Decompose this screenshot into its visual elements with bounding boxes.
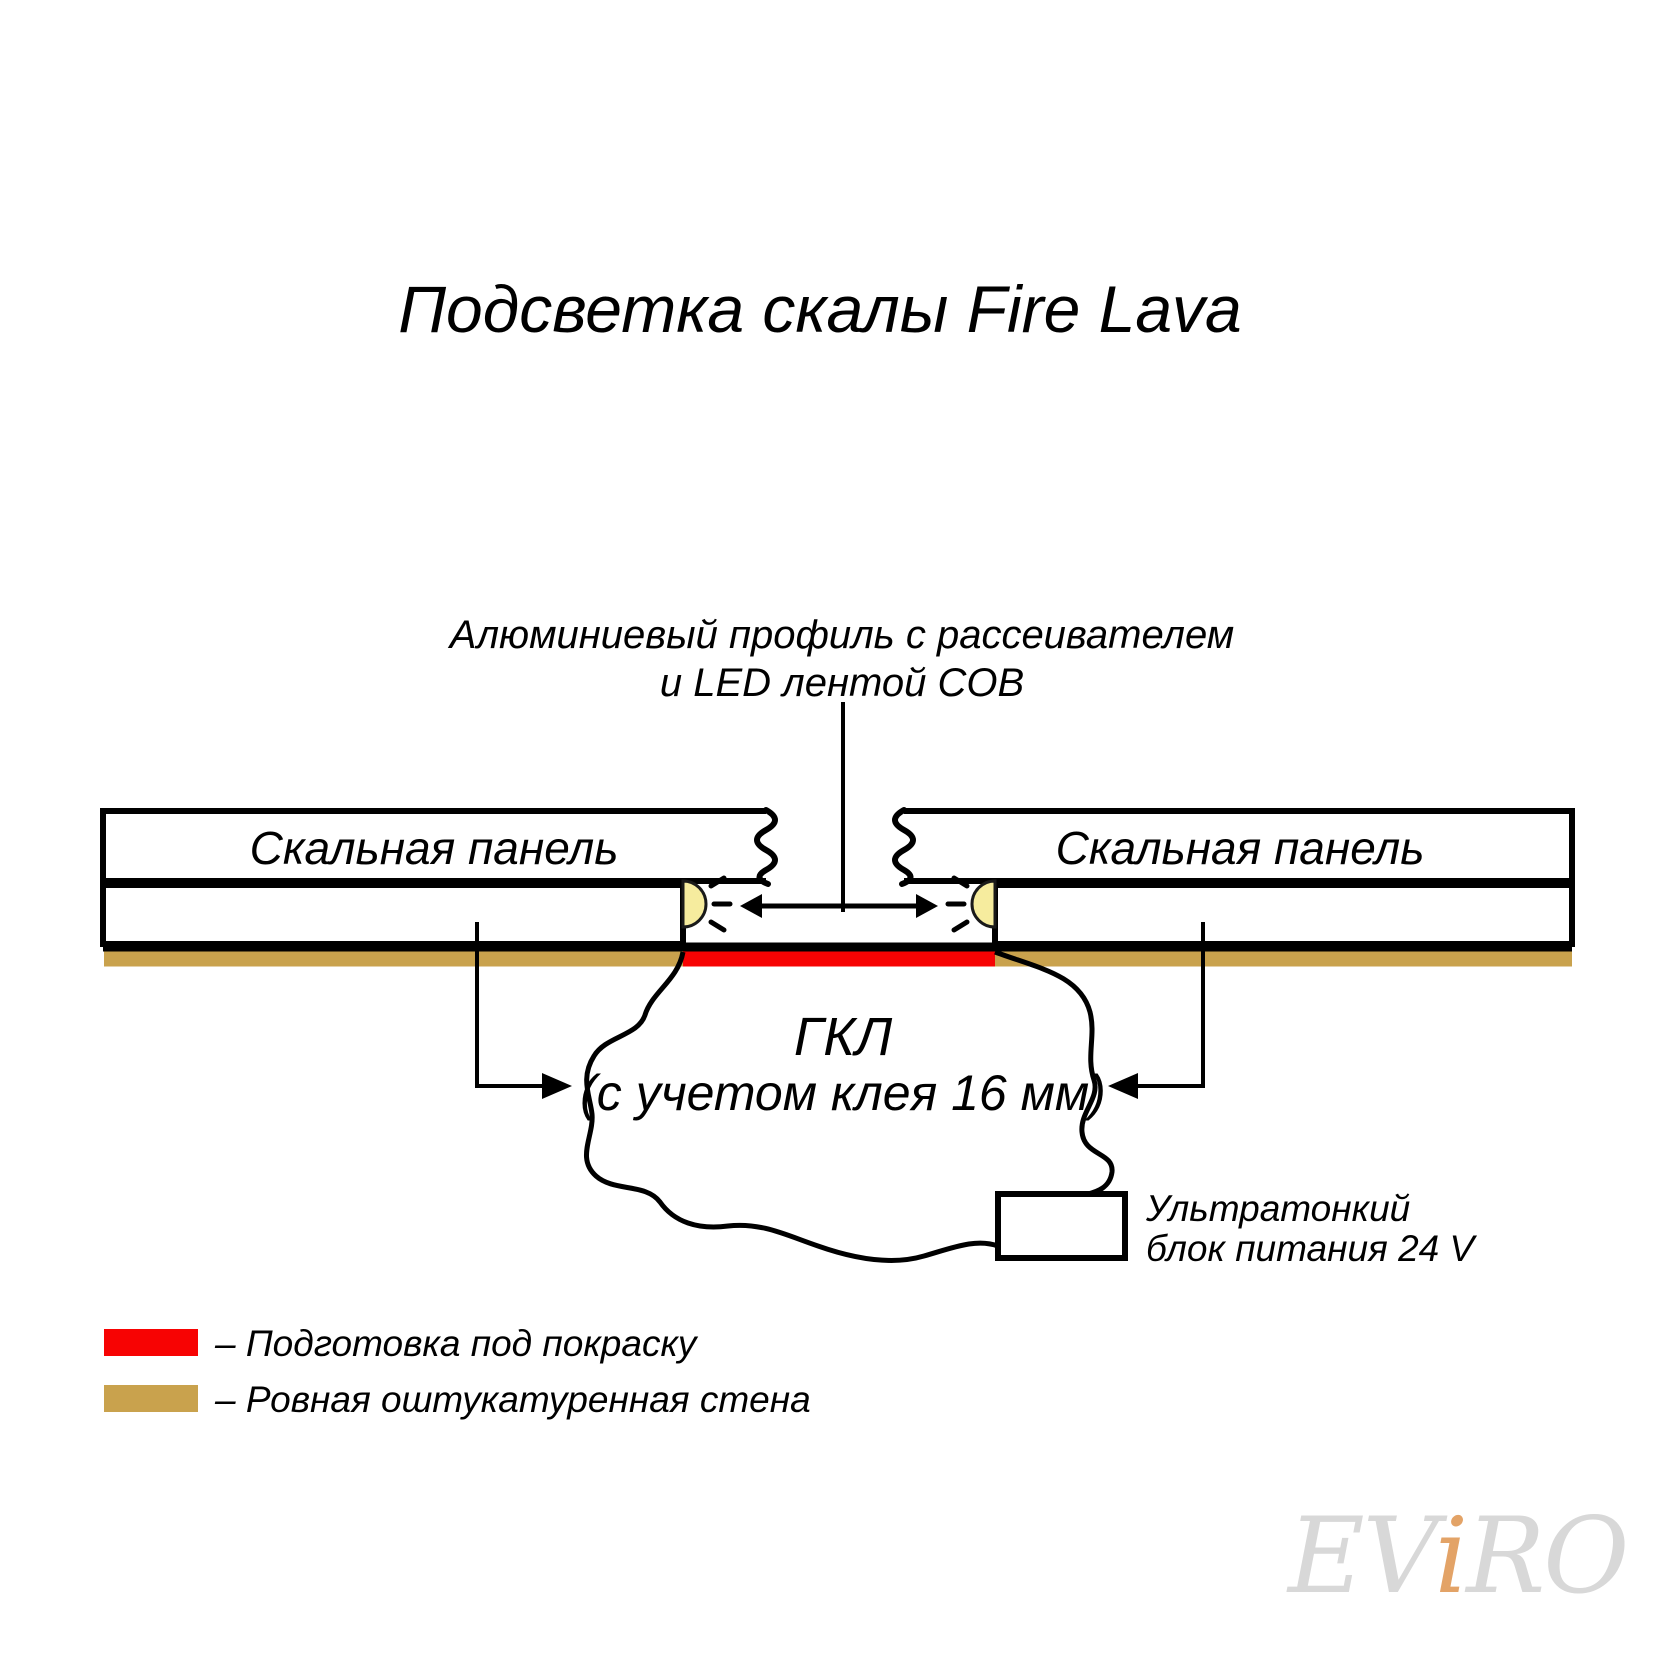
drywall-right: [992, 882, 1575, 947]
leader-arrow-right-head-icon: [1108, 1073, 1138, 1099]
led-left-icon: [681, 879, 708, 929]
gap-arrow-right-head-icon: [916, 894, 938, 918]
gkl-cloud-wire: [994, 949, 1115, 1197]
leader-arrow-left: [475, 922, 572, 1099]
rock-panel-right-break-icon: [892, 807, 916, 887]
gap-width-arrow: [740, 894, 938, 918]
watermark-accent: i: [1435, 1495, 1467, 1617]
legend-label-paint: – Подготовка под покраску: [214, 1323, 699, 1364]
psu-box: [995, 1191, 1128, 1261]
rock-panel-right-label: Скальная панель: [1056, 822, 1425, 874]
gap-arrow-left-head-icon: [740, 894, 762, 918]
page-title: Подсветка скалы Fire Lava: [398, 272, 1242, 346]
psu-label-line2: блок питания 24 V: [1146, 1228, 1478, 1269]
leader-arrow-left-line: [475, 922, 546, 1088]
profile-label-line1: Алюминиевый профиль с рассеивателем: [448, 613, 1234, 657]
led-left-rays-icon: [708, 875, 733, 933]
rock-panel-right: [904, 808, 1575, 884]
leader-arrow-left-head-icon: [542, 1073, 572, 1099]
legend-swatch-paint: [104, 1329, 198, 1356]
led-right-rays-icon: [945, 875, 970, 933]
drywall-left: [100, 882, 686, 947]
rock-panel-left-label: Скальная панель: [250, 822, 619, 874]
gkl-cloud-outline: [584, 951, 999, 1263]
paint-prep-strip: [683, 951, 995, 967]
legend-label-plaster: – Ровная оштукатуренная стена: [214, 1379, 811, 1420]
rock-panel-left-break-icon: [754, 807, 778, 887]
psu-label-line1: Ультратонкий: [1145, 1188, 1410, 1229]
watermark-suffix: RO: [1464, 1495, 1627, 1617]
leader-arrow-right: [1108, 922, 1205, 1099]
profile-label-line2: и LED лентой COB: [660, 661, 1024, 705]
gkl-label-line1: ГКЛ: [794, 1007, 893, 1067]
gkl-label-line2: (с учетом клея 16 мм): [580, 1065, 1106, 1121]
leader-arrow-right-line: [1136, 922, 1205, 1088]
rock-panel-left: [100, 808, 766, 884]
watermark: EViRO: [1286, 1495, 1627, 1617]
led-right-icon: [970, 879, 997, 929]
legend: – Подготовка под покраску – Ровная оштук…: [104, 1323, 811, 1420]
legend-swatch-plaster: [104, 1385, 198, 1412]
watermark-prefix: EV: [1286, 1495, 1448, 1617]
